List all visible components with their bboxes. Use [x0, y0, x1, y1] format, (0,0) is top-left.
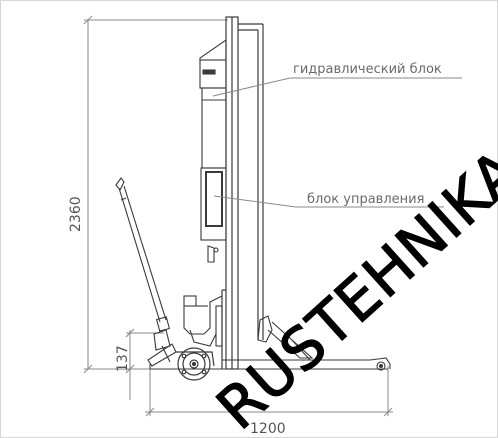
length-label: 1200 — [250, 421, 286, 437]
callout-control-unit-label: блок управления — [307, 192, 424, 207]
lift-carriage — [183, 295, 223, 347]
lift-mast — [221, 16, 264, 370]
tow-handle — [115, 177, 177, 367]
callout-hydraulic-unit-label: гидравлический блок — [293, 62, 442, 77]
base-frame — [149, 315, 391, 371]
front-wheel — [176, 347, 215, 381]
base-height-label: 137 — [115, 345, 131, 372]
control-unit — [200, 167, 227, 263]
callout-hydraulic-unit-leader — [212, 77, 462, 97]
dimension-height-total — [83, 15, 228, 374]
watermark-text: RUSTEHNIKA — [204, 136, 498, 438]
callout-control-unit-leader — [213, 195, 444, 208]
dimension-length — [145, 366, 393, 417]
height-total-label: 2360 — [68, 196, 84, 232]
dimension-base-height — [125, 328, 164, 400]
hydraulic-unit — [199, 38, 227, 169]
